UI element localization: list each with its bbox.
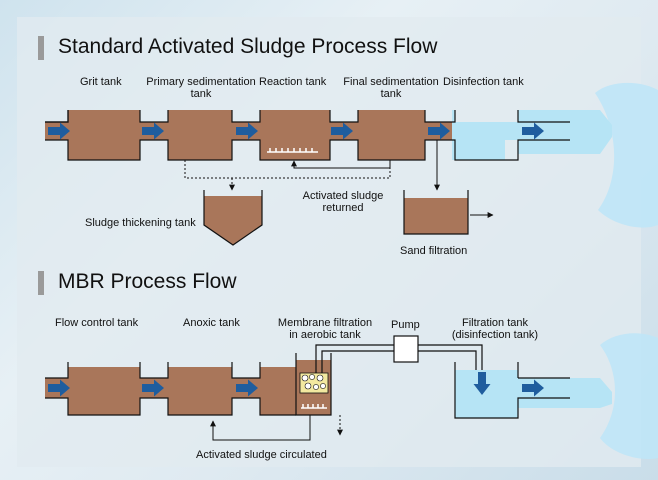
membrane-bubbles-icon <box>301 374 326 390</box>
activated-sludge-return-line <box>291 160 391 169</box>
label-grit-tank: Grit tank <box>80 76 122 88</box>
pump-icon <box>393 335 419 363</box>
label-reaction-tank: Reaction tank <box>259 76 327 88</box>
pump-pipe-outer <box>315 344 483 373</box>
mbr-tank-series-fill <box>45 367 296 415</box>
label-membrane-filtration: Membrane filtration in aerobic tank <box>270 317 380 341</box>
label-activated-sludge-circulated: Activated sludge circulated <box>196 449 327 461</box>
mbr-title: MBR Process Flow <box>58 270 237 293</box>
standard-title: Standard Activated Sludge Process Flow <box>58 35 438 58</box>
label-line: Activated sludge <box>302 190 384 202</box>
label-line: Membrane filtration <box>277 317 373 329</box>
sludge-withdrawal-dotted-line <box>184 160 391 179</box>
standard-pipe-top <box>45 110 69 123</box>
label-line: Primary sedimentation <box>146 76 256 88</box>
flow-arrow-icon <box>142 122 164 140</box>
flow-arrow-icon <box>48 379 70 397</box>
sludge-thickening-tank-outline <box>203 190 263 246</box>
mbr-outline-top <box>45 353 570 419</box>
flow-arrow-icon <box>142 379 164 397</box>
flow-arrow-icon <box>236 379 258 397</box>
standard-outline-top <box>45 110 570 123</box>
flow-arrow-icon <box>331 122 353 140</box>
label-pump: Pump <box>391 319 420 331</box>
section-bar-standard <box>38 36 44 60</box>
mbr-flow-arrows <box>48 372 544 397</box>
mbr-flow <box>45 335 612 441</box>
label-disinfection-tank: Disinfection tank <box>443 76 524 88</box>
flow-arrow-icon <box>522 379 544 397</box>
label-anoxic-tank: Anoxic tank <box>183 317 240 329</box>
sand-filtration-tank-fill <box>404 198 468 234</box>
label-line: in aerobic tank <box>289 329 361 341</box>
label-primary-sedimentation-tank: Primary sedimentation tank <box>141 76 261 100</box>
section-bar-mbr <box>38 271 44 295</box>
reaction-tank-diffuser-icon <box>267 148 318 153</box>
pump-pipe-inner <box>321 350 477 373</box>
label-filtration-tank: Filtration tank (disinfection tank) <box>440 317 550 341</box>
flow-arrow-icon <box>522 122 544 140</box>
flow-arrow-icon <box>428 122 450 140</box>
aerobic-tank-diffuser-icon <box>301 404 327 409</box>
flow-arrow-icon <box>236 122 258 140</box>
label-flow-control-tank: Flow control tank <box>55 317 139 329</box>
label-final-sedimentation-tank: Final sedimentation tank <box>336 76 446 100</box>
label-activated-sludge-returned: Activated sludge returned <box>293 190 393 214</box>
standard-flow <box>45 110 612 246</box>
flow-arrow-icon <box>48 122 70 140</box>
filtration-down-arrow-icon <box>473 372 491 395</box>
filtration-tank-water <box>455 370 612 418</box>
water-splash-top <box>595 82 658 228</box>
activated-sludge-circulated-line <box>210 415 311 441</box>
standard-outline-bottom <box>45 139 570 161</box>
label-line: Filtration tank <box>461 317 529 329</box>
label-sand-filtration: Sand filtration <box>400 245 468 257</box>
label-line: (disinfection tank) <box>451 329 539 341</box>
water-splash-bottom <box>600 333 658 460</box>
label-line: tank <box>190 88 212 100</box>
label-line: returned <box>322 202 364 214</box>
label-line: tank <box>380 88 402 100</box>
label-sludge-thickening-tank: Sludge thickening tank <box>85 217 196 229</box>
standard-flow-arrows <box>48 122 544 140</box>
mbr-outline-bottom <box>45 397 296 416</box>
label-line: Final sedimentation <box>343 76 439 88</box>
sand-filtration-tank-outline <box>403 190 469 235</box>
sludge-thickening-tank-fill <box>204 196 262 245</box>
